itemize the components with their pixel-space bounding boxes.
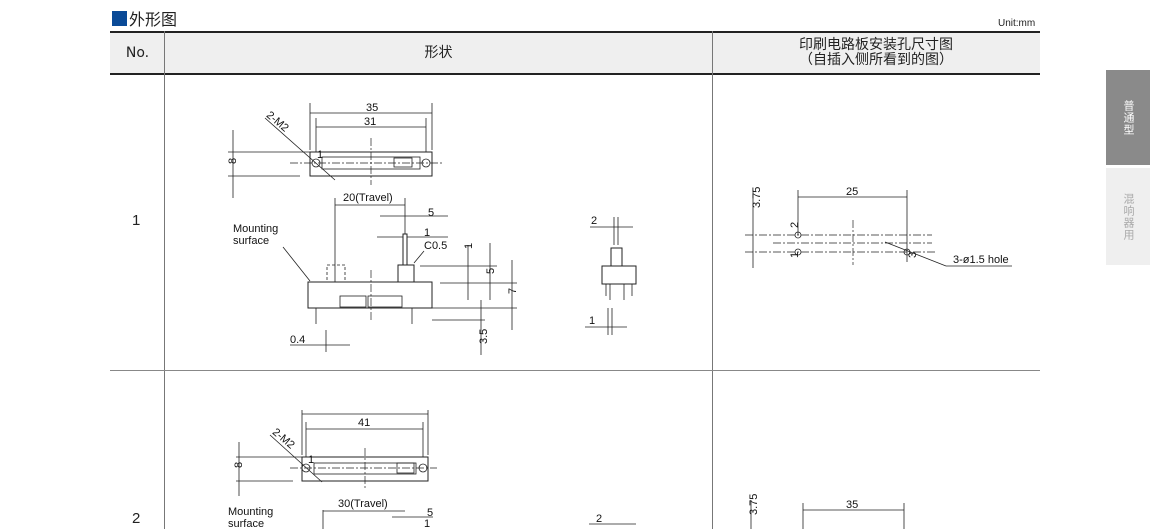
dim-top-label: 1: [463, 243, 475, 249]
pcb-offset-label: 3.75: [751, 187, 763, 208]
row1-side-view: 20(Travel) 5 1 C0.5 Mounting surface 0.4…: [233, 192, 519, 355]
row2-top-view: 41 2-M2 1 8 Mounting surface 30(Travel) …: [228, 410, 636, 529]
dim-pitch-label: 31: [364, 116, 376, 128]
column-divider: [164, 31, 165, 529]
pin1-label: 1: [308, 454, 314, 466]
travel-label: 20(Travel): [343, 192, 393, 204]
slider-body-side: [307, 281, 433, 309]
mounting-label-2: surface: [228, 518, 264, 529]
side-tab-label: 混响器用: [1122, 192, 1135, 241]
pin1-label: 1: [317, 149, 323, 161]
column-divider: [712, 31, 713, 529]
pcb-span-label: 35: [846, 499, 858, 511]
pin2-label: 2: [789, 222, 801, 228]
dim-width-label: 8: [233, 462, 245, 468]
end-body: [601, 265, 637, 285]
pcb-span-label: 25: [846, 186, 858, 198]
row2-pcb-holes: 35 3.75: [748, 494, 905, 529]
dim-pin-t-label: 0.4: [290, 334, 305, 346]
dim-lever-label: 5: [427, 507, 433, 519]
row-number: 2: [132, 510, 141, 527]
row-number: 1: [132, 212, 141, 229]
section-title-text: 外形图: [129, 10, 178, 29]
hole: [794, 231, 802, 239]
screw-label: 2-M2: [264, 109, 291, 134]
row1-end-view: 2 1: [585, 215, 637, 335]
row1-top-view: 35 31 2-M2 1 8: [227, 102, 442, 198]
chamfer-label: C0.5: [424, 240, 447, 252]
dim-pin-len-label: 3.5: [478, 329, 490, 344]
dim-lever-w-label: 1: [424, 518, 430, 529]
side-tab-reverb[interactable]: 混响器用: [1106, 168, 1150, 265]
row1-pcb-holes: 25 3.75 2 1 3 3-ø1.5 hole: [745, 186, 1012, 268]
header-pcb: 印刷电路板安装孔尺寸图 （自插入侧所看到的图）: [712, 31, 1040, 75]
dim-knob-label: 5: [485, 268, 497, 274]
mounting-label-2: surface: [233, 235, 269, 247]
end-dim-top-label: 2: [596, 513, 602, 525]
dim-lever-w-label: 1: [424, 227, 430, 239]
dim-pitch-label: 41: [358, 417, 370, 429]
mounting-label-1: Mounting: [228, 506, 273, 518]
side-tab-standard[interactable]: 普通型: [1106, 70, 1150, 165]
side-tab-label: 普通型: [1122, 99, 1135, 136]
travel-label: 30(Travel): [338, 498, 388, 510]
unit-label: Unit:mm: [998, 18, 1036, 29]
header-pcb-line2: （自插入侧所看到的图）: [799, 52, 953, 68]
dim-height-label: 7: [507, 288, 519, 294]
dim-width-label: 8: [227, 158, 239, 164]
pin1-label: 1: [789, 252, 801, 258]
pin3-label: 3: [907, 252, 919, 258]
pcb-offset-label: 3.75: [748, 494, 760, 515]
dim-total-label: 35: [366, 102, 378, 114]
row-divider: [110, 370, 1040, 371]
section-title: 外形图: [112, 6, 177, 30]
section-marker-icon: [112, 10, 127, 26]
header-shape: 形状: [165, 31, 712, 75]
header-no: No.: [110, 31, 165, 75]
lever: [397, 264, 415, 283]
header-pcb-line1: 印刷电路板安装孔尺寸图: [799, 37, 953, 53]
end-dim-top-label: 2: [591, 215, 597, 227]
mounting-label-1: Mounting: [233, 223, 278, 235]
end-dim-bottom-label: 1: [589, 315, 595, 327]
hole-spec-label: 3-ø1.5 hole: [953, 254, 1009, 266]
dim-lever-label: 5: [428, 207, 434, 219]
hole: [794, 248, 802, 256]
